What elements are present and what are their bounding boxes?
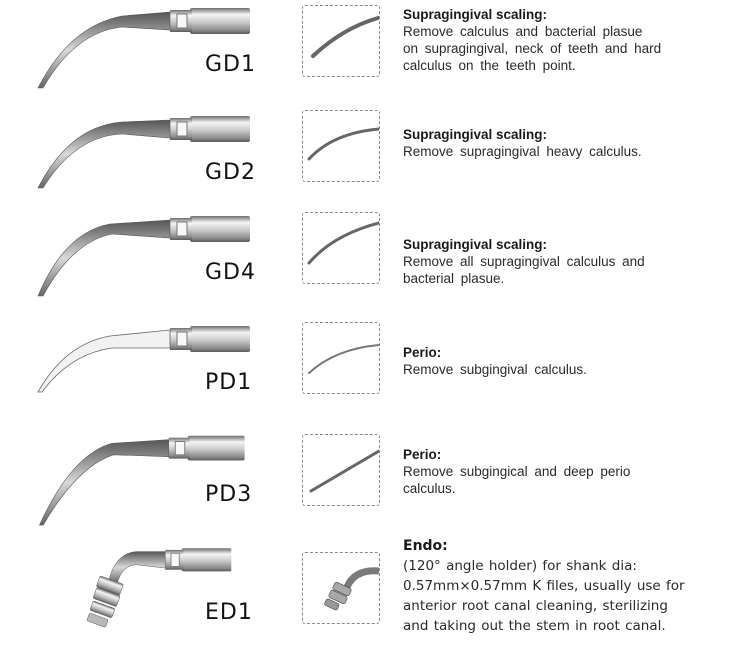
tip-line: calculus. [403,481,456,496]
tip-line: bacterial plasue. [403,271,505,286]
tip-row-gd1: GD1 Supragingival scaling: Remove calcul… [0,0,750,110]
tip-closeup-icon [302,322,380,394]
tip-title: Perio: [403,447,442,462]
tip-line: Remove all supragingival calculus and [403,254,645,269]
scaler-tip-icon [37,116,250,189]
tip-line: Remove calculus and bacterial plasue [403,24,643,39]
tip-closeup-icon [302,434,380,506]
tip-code: GD1 [205,52,256,77]
tip-code: GD2 [205,160,256,185]
tip-line: Remove subgingical and deep perio [403,464,631,479]
tip-closeup-icon [302,110,380,182]
scaler-tip-icon [37,216,250,297]
tip-line: Remove supragingival heavy calculus. [403,144,642,159]
tip-title: Supragingival scaling: [403,7,548,22]
tip-line: on supragingival, neck of teeth and hard [403,41,662,56]
tip-line: Remove subgingival calculus. [403,362,587,377]
tip-description: Perio: Remove subgingival calculus. [403,344,743,378]
tip-row-pd3: PD3 Perio: Remove subgingical and deep p… [0,432,750,542]
tip-description: Perio: Remove subgingical and deep perio… [403,446,743,497]
tip-code: ED1 [205,600,253,625]
tip-closeup-icon [302,212,380,284]
tip-description: Supragingival scaling: Remove all suprag… [403,236,743,287]
tip-code: PD3 [205,482,253,507]
tip-closeup-icon [302,5,380,77]
tip-description: Endo: (120° angle holder) for shank dia:… [403,536,743,636]
tip-line: (120° angle holder) for shank dia: [403,558,637,574]
tip-row-gd2: GD2 Supragingival scaling: Remove suprag… [0,110,750,220]
tip-line: and taking out the stem in root canal. [403,618,666,634]
tip-code: PD1 [205,370,253,395]
tip-code: GD4 [205,260,256,285]
tip-row-gd4: GD4 Supragingival scaling: Remove all su… [0,212,750,322]
scaler-tip-icon [37,326,250,393]
scaler-tip-icon [38,435,245,526]
tip-title: Supragingival scaling: [403,237,548,252]
tip-row-pd1: PD1 Perio: Remove subgingival calculus. [0,322,750,432]
scaler-tip-icon [86,548,232,628]
tip-row-ed1: ED1 Endo: (120° angle holder) for shank … [0,538,750,658]
tip-line: 0.57mm×0.57mm K files, usually use for [403,578,685,594]
tip-title: Perio: [403,345,442,360]
tip-title: Endo: [403,538,448,554]
tip-closeup-icon [302,552,380,624]
tip-title: Supragingival scaling: [403,127,548,142]
tip-description: Supragingival scaling: Remove calculus a… [403,6,743,74]
tip-line: anterior root canal cleaning, sterilizin… [403,598,668,614]
scaler-tip-icon [37,8,250,89]
tip-line: calculus on the teeth point. [403,58,576,73]
tip-description: Supragingival scaling: Remove supragingi… [403,126,743,160]
